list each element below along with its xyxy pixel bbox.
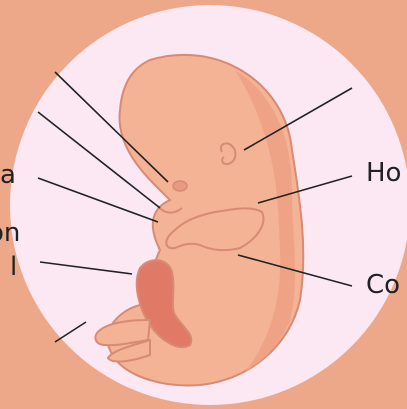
label-left-2: on	[0, 220, 20, 246]
label-left-1: a	[0, 162, 16, 188]
label-right-2: Co	[366, 272, 400, 298]
label-left-3: l	[10, 254, 17, 280]
eye-shape	[173, 181, 187, 191]
label-right-1: Ho	[366, 160, 401, 186]
